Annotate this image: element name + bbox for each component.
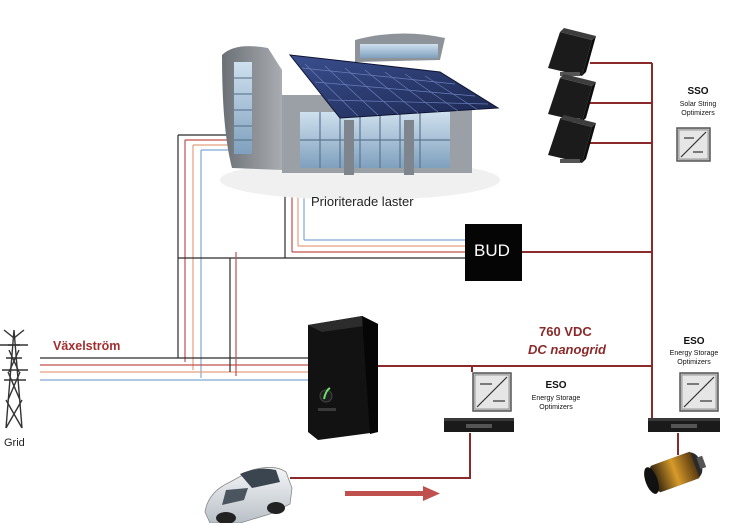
solar-device-1 (548, 28, 596, 76)
solar-string-devices (548, 28, 596, 163)
eso-title-1: ESO (545, 380, 567, 391)
building-label: Prioriterade laster (311, 194, 414, 209)
dc-grid-label: DC nanogrid (528, 342, 606, 357)
rack-unit-icon-1 (444, 418, 514, 432)
flow-arrow (345, 486, 440, 501)
bud-label: BUD (474, 241, 510, 260)
rack-unit-icon-2 (648, 418, 720, 432)
dc-wiring (290, 62, 679, 479)
building-icon (220, 33, 500, 200)
eso-sub1-2: Energy Storage (669, 350, 719, 357)
sso-sub1: Solar String (679, 101, 717, 108)
car-icon (204, 467, 293, 523)
eso-optimizer-icon-1 (472, 372, 512, 412)
eso-sub1-1: Energy Storage (531, 395, 581, 402)
solar-device-2 (548, 74, 596, 122)
pylon-icon (0, 329, 28, 429)
eso-title-2: ESO (683, 336, 705, 347)
eso-optimizer-icon-2 (679, 372, 719, 412)
eso-sub2-1: Optimizers (539, 404, 573, 411)
sso-title: SSO (687, 86, 709, 97)
eso-sub2-2: Optimizers (677, 359, 711, 366)
sso-optimizer-icon (676, 127, 711, 162)
solar-device-3 (548, 115, 596, 163)
dc-voltage-label: 760 VDC (539, 324, 592, 339)
sso-sub2: Optimizers (681, 110, 715, 117)
grid-label: Grid (4, 437, 25, 449)
ac-label: Växelström (53, 339, 121, 353)
inverter-icon (308, 316, 378, 440)
bud-box (465, 224, 522, 281)
battery-icon (644, 451, 707, 494)
